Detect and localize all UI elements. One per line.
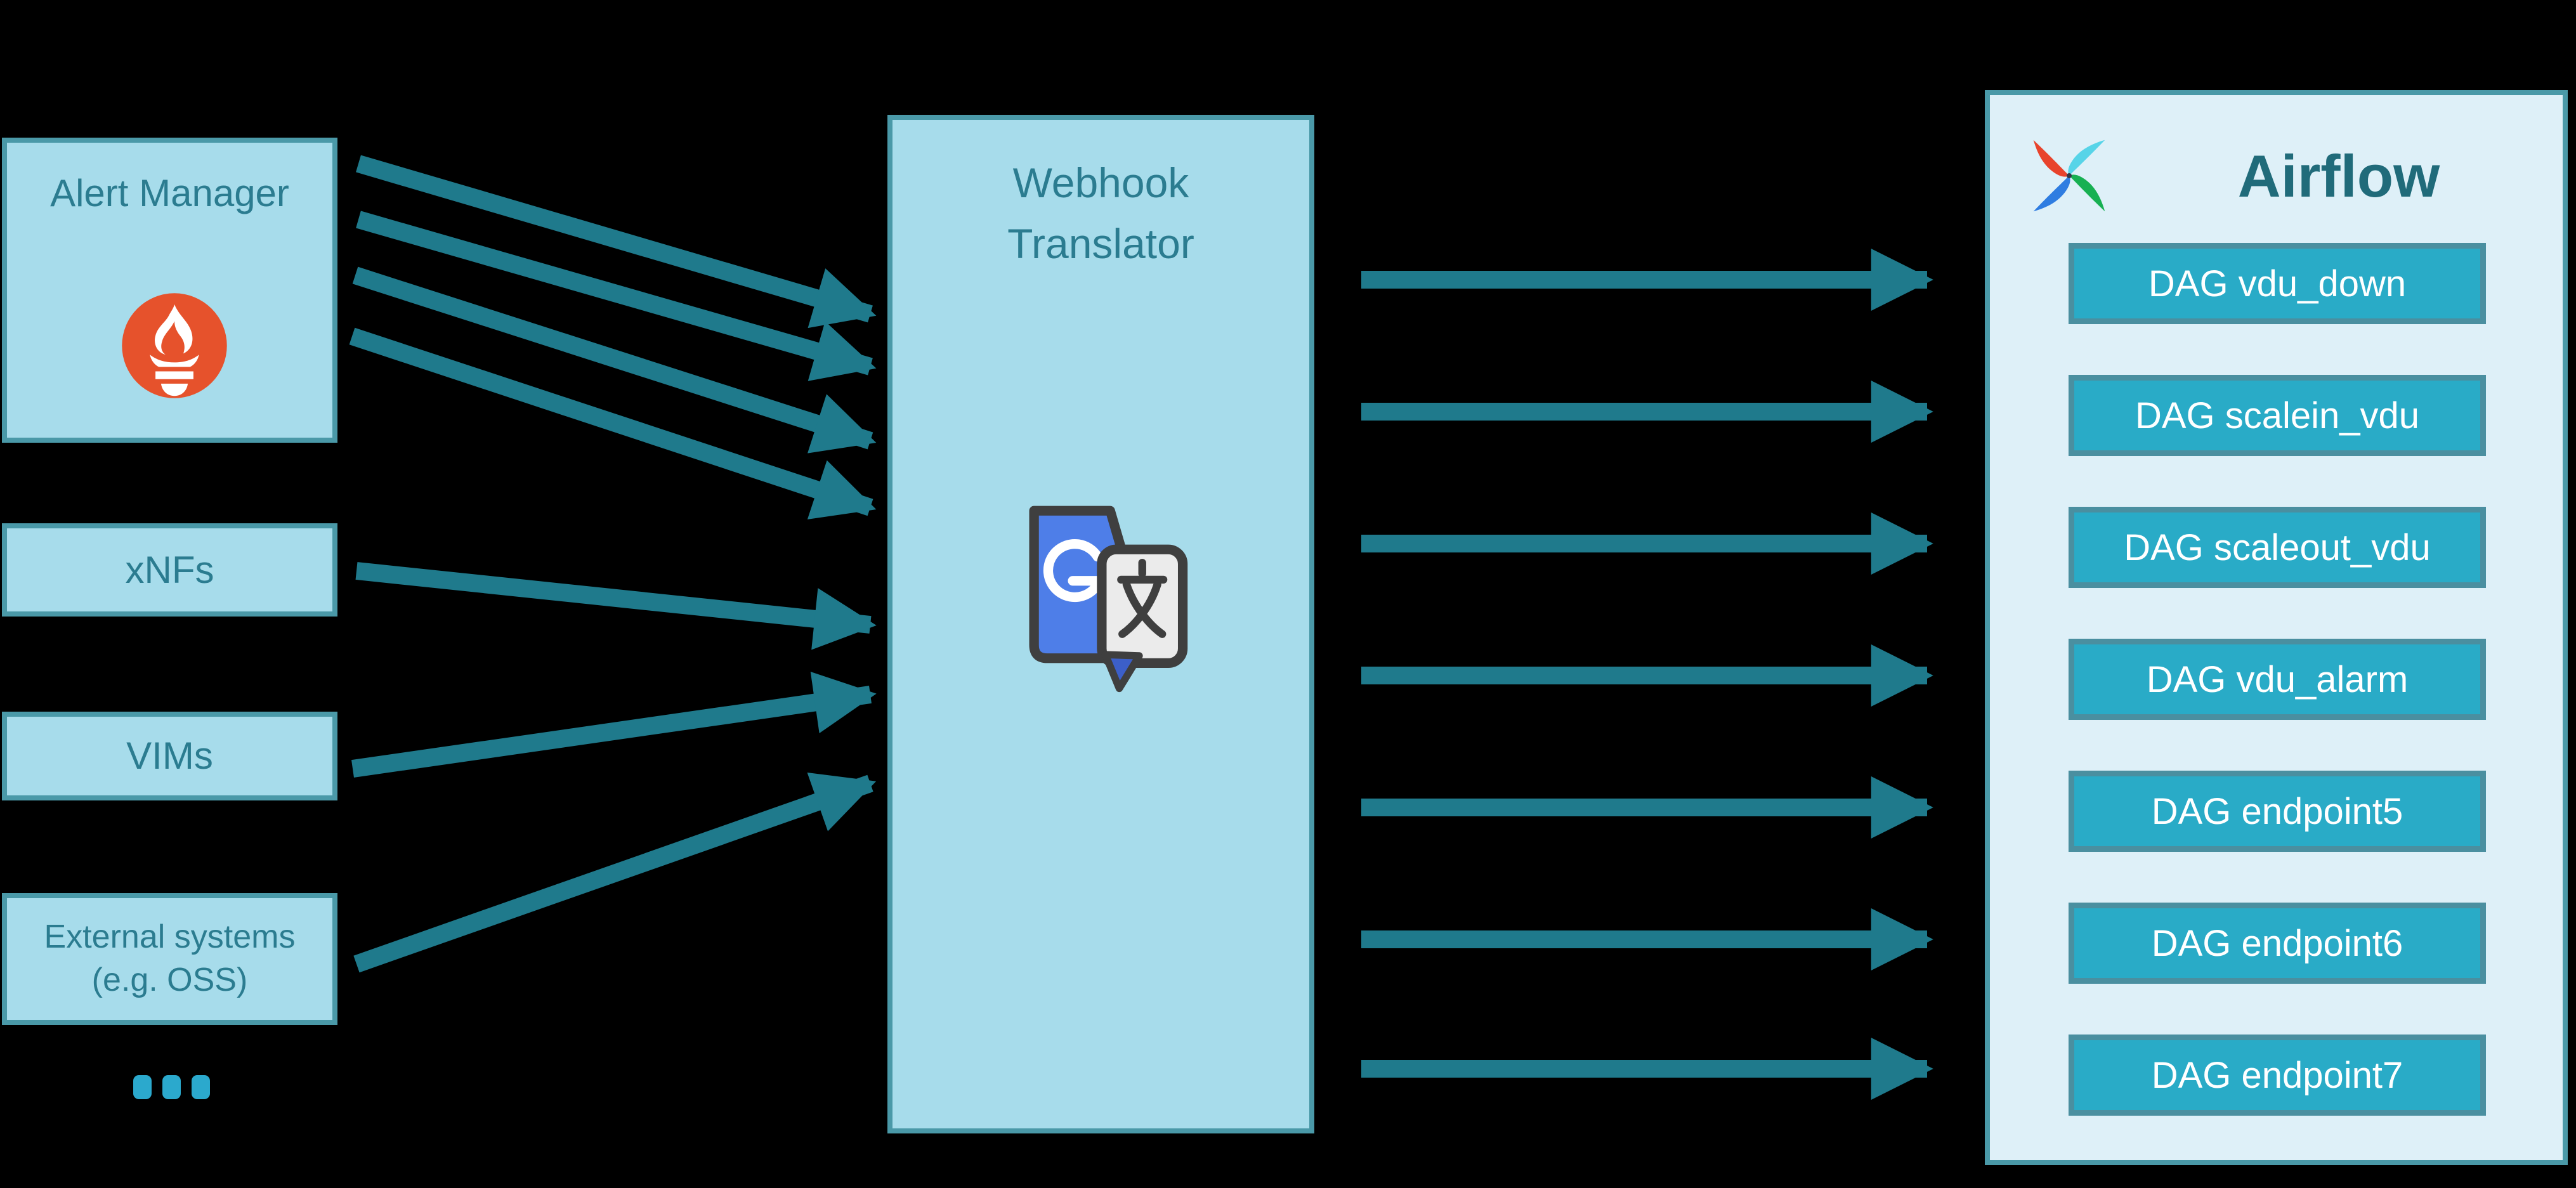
airflow-pinwheel-icon bbox=[2033, 140, 2105, 212]
google-translate-icon bbox=[1029, 506, 1188, 693]
dag-box-vdu-alarm: DAG vdu_alarm bbox=[2069, 639, 2486, 720]
ellipsis-dot bbox=[191, 1075, 210, 1099]
external-systems-line1: External systems bbox=[44, 918, 296, 956]
arrow-xnfs-to-translator bbox=[355, 562, 877, 650]
external-systems-box: External systems (e.g. OSS) bbox=[2, 893, 337, 1025]
external-systems-label: External systems (e.g. OSS) bbox=[44, 916, 296, 1002]
arrow-alertmanager-to-translator-3 bbox=[352, 266, 877, 454]
ellipsis-dot bbox=[133, 1075, 152, 1099]
airflow-panel: Airflow DAG vdu_down DAG scalein_vdu DAG… bbox=[1985, 90, 2568, 1165]
dag-box-vdu-down: DAG vdu_down bbox=[2069, 243, 2486, 324]
arrow-alertmanager-to-translator-2 bbox=[356, 211, 877, 381]
dag-box-endpoint6: DAG endpoint6 bbox=[2069, 903, 2486, 984]
dag-box-scaleout-vdu: DAG scaleout_vdu bbox=[2069, 507, 2486, 588]
webhook-translator-box: Webhook Translator bbox=[887, 115, 1314, 1133]
vims-box: VIMs bbox=[2, 712, 337, 800]
webhook-translator-title: Webhook Translator bbox=[892, 153, 1309, 274]
arrow-alertmanager-to-translator-1 bbox=[356, 155, 877, 329]
dag-box-endpoint5: DAG endpoint5 bbox=[2069, 771, 2486, 852]
xnfs-box: xNFs bbox=[2, 523, 337, 617]
dag-box-scalein-vdu: DAG scalein_vdu bbox=[2069, 375, 2486, 456]
external-systems-line2: (e.g. OSS) bbox=[91, 962, 248, 998]
arrow-vims-to-translator bbox=[351, 672, 877, 778]
ellipsis-dot bbox=[162, 1075, 181, 1099]
webhook-translator-title-line1: Webhook bbox=[1012, 159, 1189, 206]
webhook-translator-title-line2: Translator bbox=[1007, 219, 1194, 267]
more-sources-ellipsis bbox=[108, 1073, 235, 1101]
alert-manager-label: Alert Manager bbox=[50, 172, 289, 214]
arrow-alertmanager-to-translator-4 bbox=[349, 327, 877, 519]
vims-label: VIMs bbox=[126, 734, 213, 777]
alert-manager-box: Alert Manager bbox=[2, 138, 337, 443]
xnfs-label: xNFs bbox=[125, 548, 214, 591]
prometheus-icon bbox=[122, 293, 227, 398]
dag-box-endpoint7: DAG endpoint7 bbox=[2069, 1035, 2486, 1116]
arrow-external-to-translator bbox=[353, 773, 877, 973]
airflow-title: Airflow bbox=[2237, 143, 2440, 209]
